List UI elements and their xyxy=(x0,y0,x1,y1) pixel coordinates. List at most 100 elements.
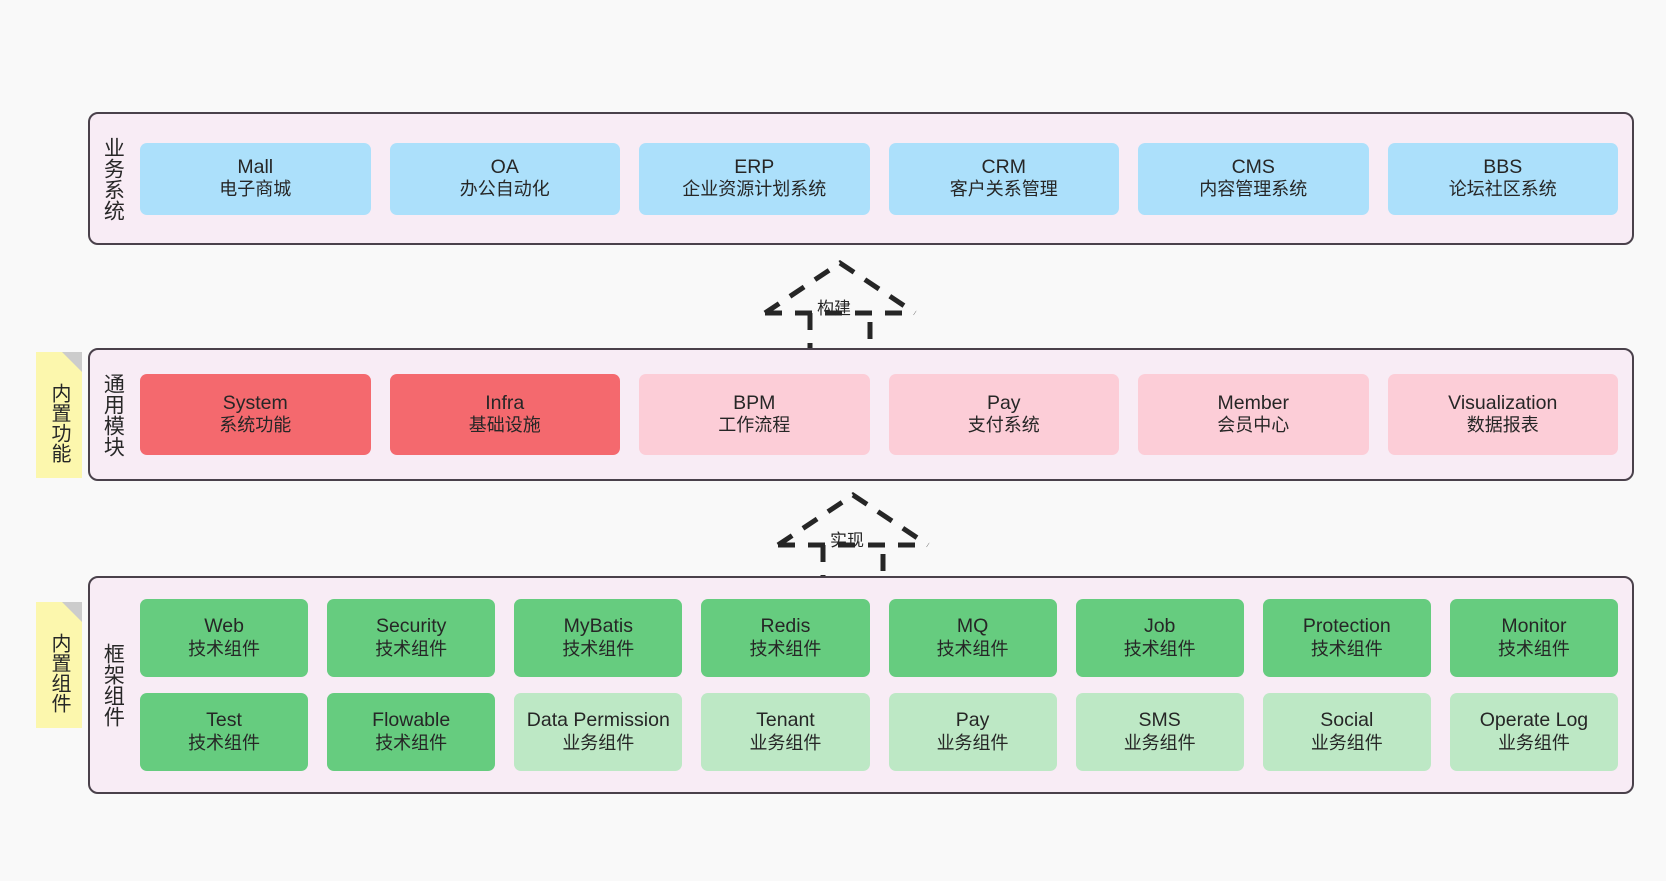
layer-title-common-module: 通用模块 xyxy=(101,372,125,457)
node-title: Tenant xyxy=(756,709,815,732)
node-subtitle: 技术组件 xyxy=(562,638,635,659)
node-title: Infra xyxy=(485,391,525,414)
generalization-arrow-realize: 实现 xyxy=(768,490,938,591)
node-title: Pay xyxy=(955,709,990,732)
node-sms[interactable]: SMS 业务组件 xyxy=(1075,693,1244,771)
node-mall[interactable]: Mall 电子商城 xyxy=(140,142,371,215)
node-subtitle: 电子商城 xyxy=(219,179,292,200)
node-mybatis[interactable]: MyBatis 技术组件 xyxy=(514,599,683,677)
node-subtitle: 技术组件 xyxy=(1123,638,1196,659)
node-subtitle: 工作流程 xyxy=(718,415,791,436)
layer-title-framework-component: 框架组件 xyxy=(101,643,125,727)
node-subtitle: 论坛社区系统 xyxy=(1448,179,1557,200)
node-system[interactable]: System 系统功能 xyxy=(140,374,371,455)
node-title: OA xyxy=(490,155,519,178)
node-subtitle: 系统功能 xyxy=(219,415,292,436)
node-bpm[interactable]: BPM 工作流程 xyxy=(639,374,870,455)
node-title: MyBatis xyxy=(563,615,633,638)
node-redis[interactable]: Redis 技术组件 xyxy=(701,599,870,677)
node-cms[interactable]: CMS 内容管理系统 xyxy=(1138,142,1369,215)
node-title: Operate Log xyxy=(1479,709,1589,732)
node-title: Web xyxy=(204,615,244,638)
node-subtitle: 业务组件 xyxy=(749,732,822,753)
node-title: Data Permission xyxy=(526,709,670,732)
node-title: Visualization xyxy=(1448,391,1558,414)
node-web[interactable]: Web 技术组件 xyxy=(140,599,309,677)
node-subtitle: 业务组件 xyxy=(1123,732,1196,753)
node-subtitle: 业务组件 xyxy=(562,732,635,753)
node-title: Mall xyxy=(237,155,274,178)
note-text: 内置组件 xyxy=(48,633,70,713)
layer-body-business-system: Mall 电子商城 OA 办公自动化 ERP 企业资源计划系统 CRM 客户关系… xyxy=(134,114,1632,243)
node-subtitle: 技术组件 xyxy=(375,638,448,659)
node-subtitle: 支付系统 xyxy=(967,415,1040,436)
layer-framework-component: 框架组件 Web 技术组件 Security 技术组件 MyBatis 技术组件… xyxy=(88,576,1634,794)
node-subtitle: 企业资源计划系统 xyxy=(682,179,827,200)
node-pay-component[interactable]: Pay 业务组件 xyxy=(888,693,1057,771)
node-title: CRM xyxy=(981,155,1026,178)
node-title: SMS xyxy=(1138,709,1181,732)
note-builtin-function: 内置功能 xyxy=(36,352,82,478)
node-title: Protection xyxy=(1302,615,1391,638)
node-crm[interactable]: CRM 客户关系管理 xyxy=(888,142,1119,215)
node-title: Pay xyxy=(986,391,1021,414)
note-builtin-component: 内置组件 xyxy=(36,602,82,728)
node-subtitle: 业务组件 xyxy=(936,732,1009,753)
layer-title-business-system: 业务系统 xyxy=(101,136,125,221)
node-subtitle: 技术组件 xyxy=(188,638,261,659)
node-security[interactable]: Security 技术组件 xyxy=(327,599,496,677)
node-subtitle: 内容管理系统 xyxy=(1199,179,1308,200)
node-title: Social xyxy=(1320,709,1374,732)
node-subtitle: 数据报表 xyxy=(1466,415,1539,436)
node-title: Security xyxy=(375,615,447,638)
node-title: System xyxy=(222,391,288,414)
node-title: Monitor xyxy=(1501,615,1567,638)
node-subtitle: 业务组件 xyxy=(1310,732,1383,753)
node-protection[interactable]: Protection 技术组件 xyxy=(1262,599,1431,677)
node-title: CMS xyxy=(1231,155,1275,178)
arrow-label-build: 构建 xyxy=(817,299,851,318)
node-job[interactable]: Job 技术组件 xyxy=(1075,599,1244,677)
node-title: Flowable xyxy=(372,709,451,732)
node-subtitle: 会员中心 xyxy=(1217,415,1290,436)
node-title: Test xyxy=(206,709,242,732)
node-mq[interactable]: MQ 技术组件 xyxy=(888,599,1057,677)
node-oa[interactable]: OA 办公自动化 xyxy=(389,142,620,215)
node-test[interactable]: Test 技术组件 xyxy=(140,693,309,771)
node-pay[interactable]: Pay 支付系统 xyxy=(888,374,1119,455)
generalization-arrow-build: 构建 xyxy=(755,258,925,359)
layer-body-common-module: System 系统功能 Infra 基础设施 BPM 工作流程 Pay 支付系统… xyxy=(134,350,1632,479)
layer-common-module: 通用模块 System 系统功能 Infra 基础设施 BPM 工作流程 Pay… xyxy=(88,348,1634,481)
node-subtitle: 技术组件 xyxy=(188,732,261,753)
node-member[interactable]: Member 会员中心 xyxy=(1138,374,1369,455)
node-row: Mall 电子商城 OA 办公自动化 ERP 企业资源计划系统 CRM 客户关系… xyxy=(140,142,1618,215)
node-title: Redis xyxy=(760,615,811,638)
node-title: ERP xyxy=(734,155,775,178)
node-subtitle: 技术组件 xyxy=(1497,638,1570,659)
node-row: Web 技术组件 Security 技术组件 MyBatis 技术组件 Redi… xyxy=(140,599,1618,677)
layer-business-system: 业务系统 Mall 电子商城 OA 办公自动化 ERP 企业资源计划系统 CRM… xyxy=(88,112,1634,245)
node-subtitle: 技术组件 xyxy=(375,732,448,753)
node-data-permission[interactable]: Data Permission 业务组件 xyxy=(514,693,683,771)
node-title: Member xyxy=(1217,391,1290,414)
node-subtitle: 技术组件 xyxy=(936,638,1009,659)
node-operate-log[interactable]: Operate Log 业务组件 xyxy=(1449,693,1618,771)
node-infra[interactable]: Infra 基础设施 xyxy=(389,374,620,455)
node-monitor[interactable]: Monitor 技术组件 xyxy=(1449,599,1618,677)
node-row: Test 技术组件 Flowable 技术组件 Data Permission … xyxy=(140,693,1618,771)
node-flowable[interactable]: Flowable 技术组件 xyxy=(327,693,496,771)
node-erp[interactable]: ERP 企业资源计划系统 xyxy=(639,142,870,215)
node-subtitle: 基础设施 xyxy=(468,415,541,436)
node-row: System 系统功能 Infra 基础设施 BPM 工作流程 Pay 支付系统… xyxy=(140,374,1618,455)
node-visualization[interactable]: Visualization 数据报表 xyxy=(1387,374,1618,455)
node-title: MQ xyxy=(956,615,989,638)
node-subtitle: 技术组件 xyxy=(749,638,822,659)
node-social[interactable]: Social 业务组件 xyxy=(1262,693,1431,771)
node-bbs[interactable]: BBS 论坛社区系统 xyxy=(1387,142,1618,215)
node-title: Job xyxy=(1143,615,1176,638)
arrow-label-realize: 实现 xyxy=(830,531,864,550)
node-tenant[interactable]: Tenant 业务组件 xyxy=(701,693,870,771)
node-subtitle: 办公自动化 xyxy=(459,179,550,200)
node-title: BPM xyxy=(733,391,776,414)
